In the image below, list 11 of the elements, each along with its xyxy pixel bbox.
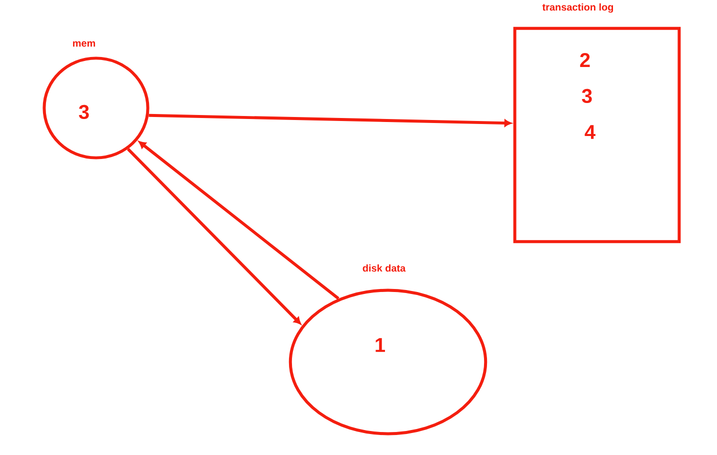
handwritten-digit: 3 (582, 88, 592, 104)
handwritten-digit: 1 (376, 338, 385, 352)
handwritten-digit: 3 (78, 104, 89, 120)
node-heading: transaction log (542, 3, 614, 13)
handwritten-digit: 2 (580, 53, 590, 67)
handwritten-digit: 4 (584, 125, 596, 139)
arrow (138, 141, 340, 300)
arrow (148, 114, 512, 127)
arrow (126, 148, 301, 324)
node-heading: mem (73, 41, 96, 47)
node-heading: disk data (362, 264, 406, 272)
